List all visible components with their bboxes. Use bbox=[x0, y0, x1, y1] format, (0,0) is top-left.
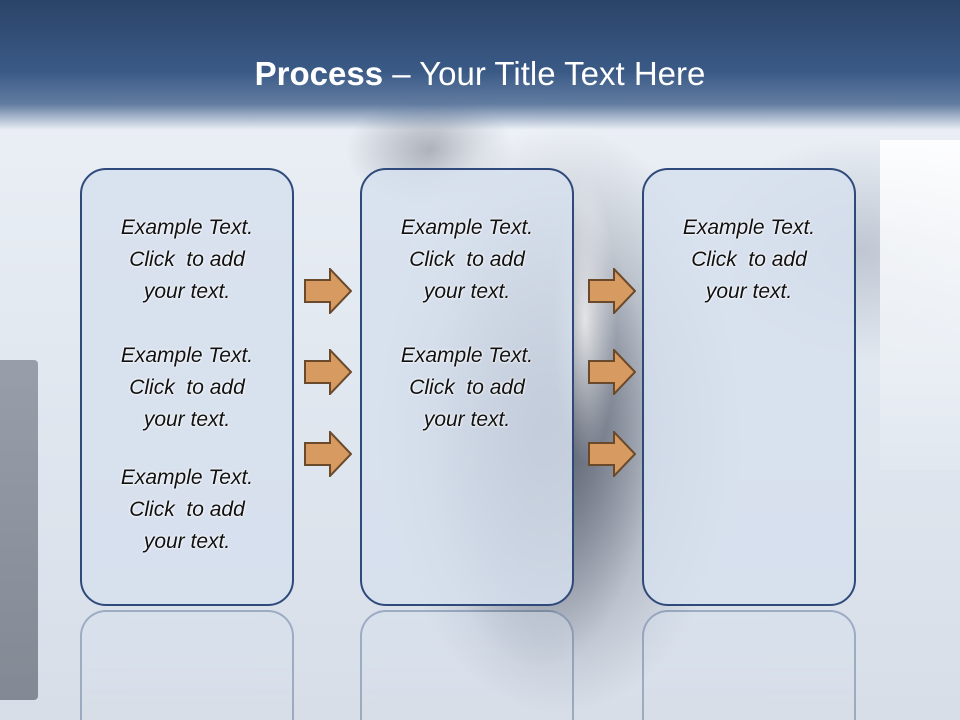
text-line: Click to add bbox=[691, 248, 807, 271]
box-reflection bbox=[642, 610, 856, 720]
text-line: Click to add bbox=[129, 498, 245, 521]
title-strong: Process bbox=[254, 55, 384, 92]
text-placeholder[interactable]: Example Text. Click to add your text. bbox=[82, 462, 292, 558]
text-line: Example Text. bbox=[682, 216, 816, 239]
text-line: Example Text. bbox=[120, 466, 254, 489]
text-line: your text. bbox=[143, 280, 231, 303]
right-arrow-icon[interactable] bbox=[304, 268, 352, 314]
text-line: your text. bbox=[143, 408, 231, 431]
right-arrow-icon[interactable] bbox=[304, 431, 352, 477]
process-box-2[interactable]: Example Text. Click to add your text. Ex… bbox=[360, 168, 574, 606]
text-line: Click to add bbox=[129, 376, 245, 399]
text-placeholder[interactable]: Example Text. Click to add your text. bbox=[644, 212, 854, 308]
right-arrow-icon[interactable] bbox=[588, 349, 636, 395]
title-rest: – Your Title Text Here bbox=[383, 55, 706, 92]
box-reflection bbox=[360, 610, 574, 720]
box-reflection bbox=[80, 610, 294, 720]
process-box-1[interactable]: Example Text. Click to add your text. Ex… bbox=[80, 168, 294, 606]
text-line: your text. bbox=[705, 280, 793, 303]
text-line: Click to add bbox=[409, 248, 525, 271]
text-line: your text. bbox=[423, 408, 511, 431]
text-placeholder[interactable]: Example Text. Click to add your text. bbox=[82, 212, 292, 308]
background-window bbox=[880, 140, 960, 470]
text-line: Example Text. bbox=[120, 216, 254, 239]
process-box-3[interactable]: Example Text. Click to add your text. bbox=[642, 168, 856, 606]
text-line: Click to add bbox=[409, 376, 525, 399]
right-arrow-icon[interactable] bbox=[588, 431, 636, 477]
text-line: Example Text. bbox=[400, 344, 534, 367]
text-line: your text. bbox=[143, 530, 231, 553]
text-line: Example Text. bbox=[400, 216, 534, 239]
background-monitor bbox=[0, 360, 38, 700]
slide-title[interactable]: Process – Your Title Text Here bbox=[0, 50, 960, 98]
title-bar: Process – Your Title Text Here bbox=[0, 0, 960, 130]
text-line: your text. bbox=[423, 280, 511, 303]
text-placeholder[interactable]: Example Text. Click to add your text. bbox=[82, 340, 292, 436]
right-arrow-icon[interactable] bbox=[304, 349, 352, 395]
right-arrow-icon[interactable] bbox=[588, 268, 636, 314]
text-placeholder[interactable]: Example Text. Click to add your text. bbox=[362, 212, 572, 308]
text-line: Example Text. bbox=[120, 344, 254, 367]
text-line: Click to add bbox=[129, 248, 245, 271]
text-placeholder[interactable]: Example Text. Click to add your text. bbox=[362, 340, 572, 436]
